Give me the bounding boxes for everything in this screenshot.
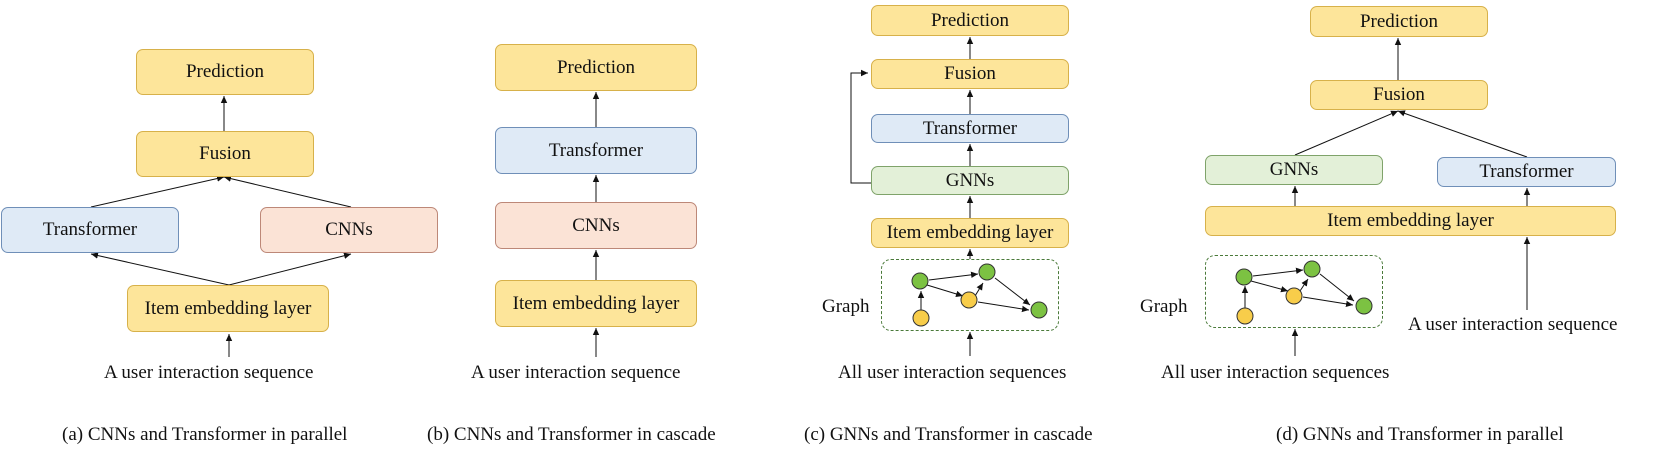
- b-cnns-box: CNNs: [495, 202, 697, 249]
- graph-d-edge: [1299, 278, 1309, 292]
- graph-d-edge: [1250, 280, 1289, 293]
- d-graph-label: Graph: [1140, 296, 1188, 317]
- c-graph-label: Graph: [822, 296, 870, 317]
- arrow-a-embedding-cnns: [228, 252, 352, 286]
- graph-d-edge: [1302, 296, 1354, 308]
- graph-d-node-yellow: [1236, 307, 1254, 325]
- c-caption: (c) GNNs and Transformer in cascade: [804, 424, 1093, 445]
- d-graph-container: [1205, 255, 1383, 328]
- c-embedding-box: Item embedding layer: [871, 218, 1069, 248]
- c-graph-container: [881, 259, 1059, 331]
- d-input-seq-label: A user interaction sequence: [1408, 314, 1618, 335]
- a-transformer-box: Transformer: [1, 207, 179, 253]
- graph-d-node-green: [1303, 260, 1321, 278]
- graph-c-edge: [974, 282, 984, 297]
- a-embedding-box: Item embedding layer: [127, 285, 329, 332]
- graph-d-node-green: [1355, 297, 1373, 315]
- d-input-graph-label: All user interaction sequences: [1161, 362, 1390, 383]
- graph-c-node-green: [1030, 301, 1048, 319]
- graph-c-node-green: [911, 272, 929, 290]
- b-embedding-box: Item embedding layer: [495, 280, 697, 327]
- arrow-d-transformer-fusion: [1397, 110, 1528, 158]
- a-cnns-box: CNNs: [260, 207, 438, 253]
- c-transformer-box: Transformer: [871, 114, 1069, 143]
- graph-d-edge: [1319, 273, 1355, 302]
- d-fusion-box: Fusion: [1310, 80, 1488, 110]
- graph-c-edge: [994, 277, 1031, 306]
- d-prediction-box: Prediction: [1310, 6, 1488, 37]
- graph-c-node-green: [978, 263, 996, 281]
- a-caption: (a) CNNs and Transformer in parallel: [62, 424, 348, 445]
- b-transformer-box: Transformer: [495, 127, 697, 174]
- a-prediction-box: Prediction: [136, 49, 314, 95]
- c-prediction-box: Prediction: [871, 5, 1069, 36]
- arrow-a-cnns-fusion: [223, 175, 352, 208]
- graph-d-node-yellow: [1285, 287, 1303, 305]
- d-embedding-box: Item embedding layer: [1205, 206, 1616, 236]
- d-transformer-box: Transformer: [1437, 157, 1616, 187]
- b-caption: (b) CNNs and Transformer in cascade: [427, 424, 716, 445]
- graph-c-edge: [926, 284, 964, 298]
- graph-c-node-yellow: [960, 291, 978, 309]
- arrow-a-transformer-fusion: [90, 175, 225, 208]
- a-fusion-box: Fusion: [136, 131, 314, 177]
- graph-c-edge: [928, 271, 979, 281]
- arrow-d-gnns-fusion: [1294, 110, 1399, 156]
- arrow-a-embedding-transformer: [90, 252, 230, 286]
- d-caption: (d) GNNs and Transformer in parallel: [1276, 424, 1564, 445]
- graph-d-node-green: [1235, 268, 1253, 286]
- graph-d-edge: [1252, 267, 1304, 277]
- b-prediction-box: Prediction: [495, 44, 697, 91]
- c-input-label: All user interaction sequences: [838, 362, 1067, 383]
- a-input-label: A user interaction sequence: [104, 362, 314, 383]
- c-gnns-box: GNNs: [871, 166, 1069, 195]
- c-fusion-box: Fusion: [871, 59, 1069, 89]
- b-input-label: A user interaction sequence: [471, 362, 681, 383]
- graph-c-node-yellow: [912, 309, 930, 327]
- d-gnns-box: GNNs: [1205, 155, 1383, 185]
- graph-c-edge: [977, 301, 1030, 313]
- arrow-c-skip-gnns-fusion: [850, 69, 872, 184]
